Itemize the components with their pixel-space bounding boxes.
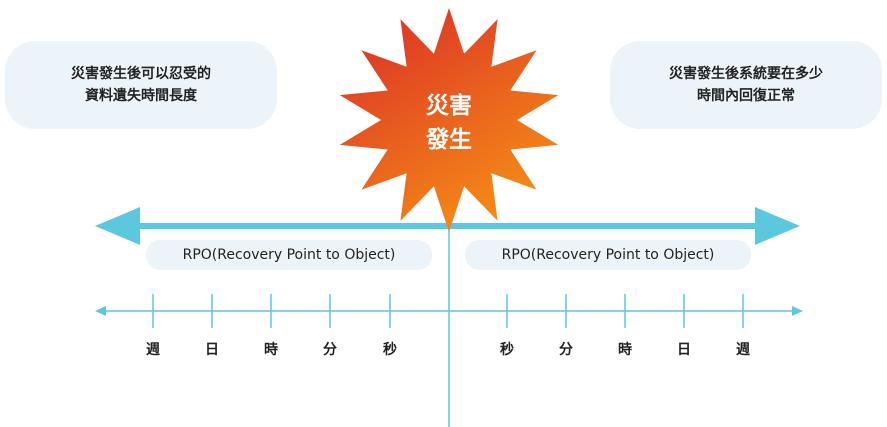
thick-timeline-arrow xyxy=(95,207,800,245)
burst-label-line1: 災害 xyxy=(426,93,472,119)
rto-description-line2: 時間內回復正常 xyxy=(697,88,795,104)
tick-label-left-5: 秒 xyxy=(383,342,397,358)
tick-label-left-4: 分 xyxy=(323,342,337,358)
pill-label-right: RPO(Recovery Point to Object) xyxy=(465,240,751,270)
burst-label-line2: 發生 xyxy=(426,127,472,153)
tick-label-right-1: 秒 xyxy=(500,342,514,358)
tick-label-left-1: 週 xyxy=(146,342,160,358)
rpo-description-bubble: 災害發生後可以忍受的 資料遺失時間長度 xyxy=(5,41,277,129)
rpo-description-line1: 災害發生後可以忍受的 xyxy=(71,66,211,82)
tick-marks xyxy=(152,294,744,328)
rpo-description-line2: 資料遺失時間長度 xyxy=(85,88,197,104)
tick-label-left-3: 時 xyxy=(264,342,278,358)
tick-label-right-5: 週 xyxy=(736,342,750,358)
rto-description-bubble: 災害發生後系統要在多少 時間內回復正常 xyxy=(610,41,882,129)
disaster-burst-icon xyxy=(339,8,559,232)
pill-label-left: RPO(Recovery Point to Object) xyxy=(146,240,432,270)
tick-label-left-2: 日 xyxy=(205,342,219,358)
rto-description-line1: 災害發生後系統要在多少 xyxy=(669,66,823,82)
tick-label-right-2: 分 xyxy=(559,342,573,358)
tick-label-right-3: 時 xyxy=(618,342,632,358)
tick-label-right-4: 日 xyxy=(677,342,691,358)
